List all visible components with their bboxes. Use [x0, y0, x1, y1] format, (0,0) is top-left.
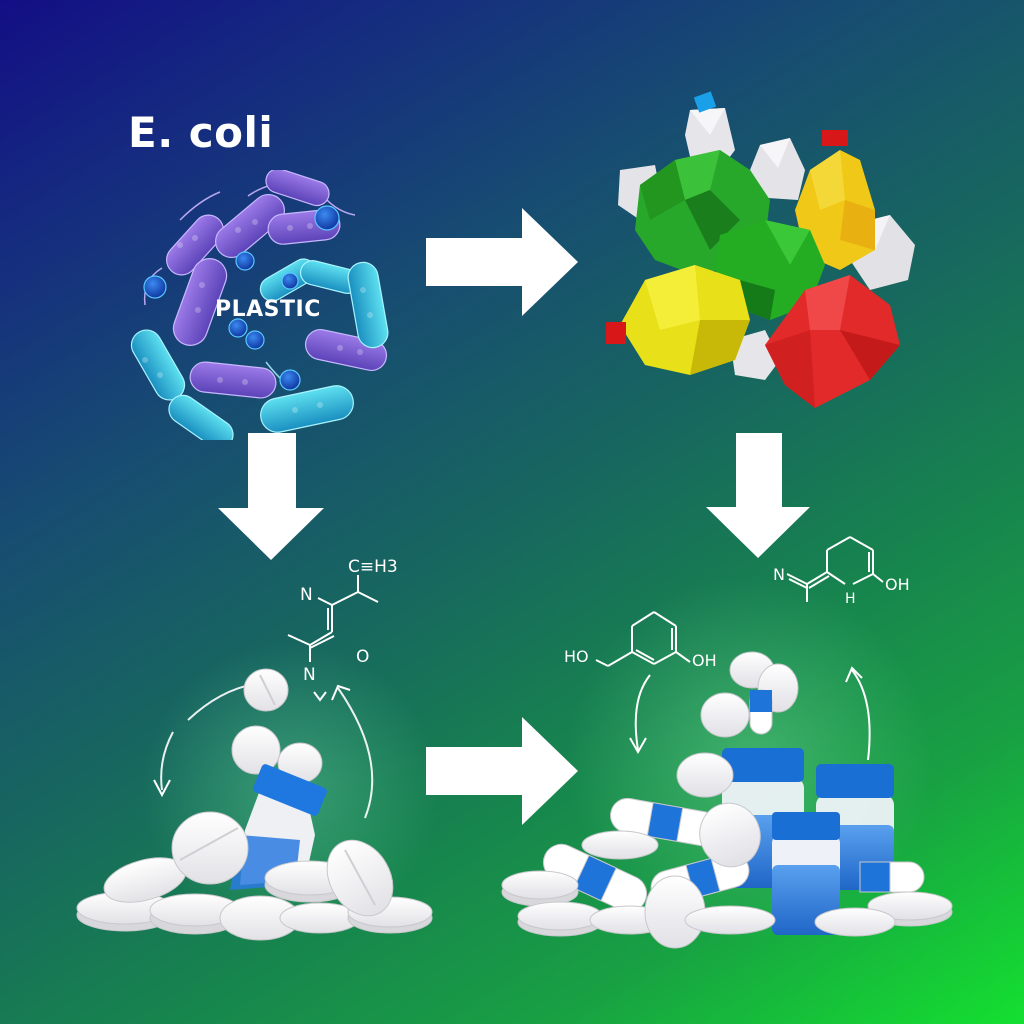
molecule-right-top-diagram: N H OH — [773, 536, 910, 607]
plastic-waste-illustration — [606, 91, 915, 408]
ecoli-cluster-illustration — [130, 170, 389, 440]
svg-text:O: O — [356, 647, 369, 667]
arrow-down-left-icon — [218, 433, 324, 560]
svg-text:OH: OH — [885, 575, 910, 594]
pills-pile-left-illustration — [76, 668, 433, 941]
svg-text:N: N — [773, 565, 785, 584]
svg-text:C≡H3: C≡H3 — [348, 557, 398, 577]
svg-text:N: N — [300, 585, 313, 605]
svg-text:HO: HO — [564, 647, 589, 666]
page-title: E. coli — [128, 108, 274, 157]
arrow-right-bottom-icon — [426, 717, 578, 825]
molecule-right-left-diagram: HO OH — [564, 611, 717, 670]
svg-text:H: H — [845, 591, 856, 607]
arrow-right-top-icon — [426, 208, 578, 316]
svg-text:OH: OH — [692, 651, 717, 670]
svg-text:N: N — [303, 665, 316, 685]
molecule-left-diagram: C≡H3 N O N — [287, 557, 398, 685]
arrow-down-right-icon — [706, 433, 810, 558]
plastic-label: PLASTIC — [215, 297, 321, 322]
drugs-pile-right-illustration — [501, 651, 953, 949]
